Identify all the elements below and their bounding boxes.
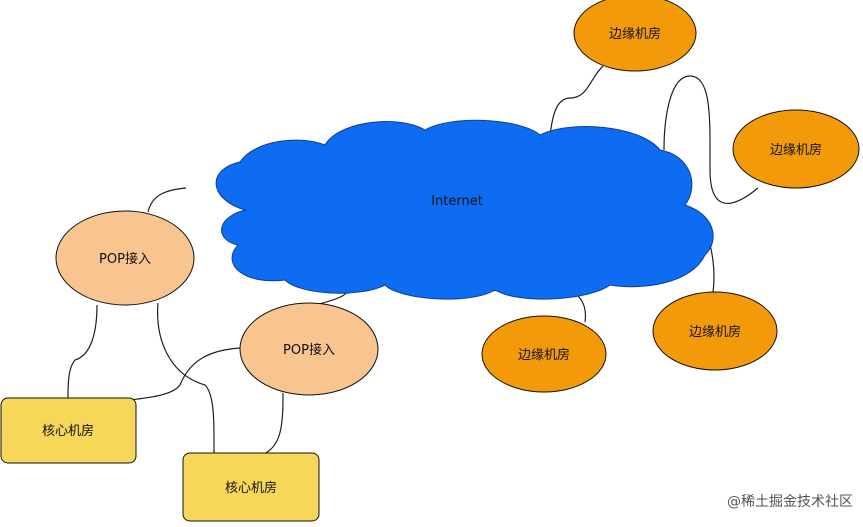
connector-pop2-core1 (129, 347, 241, 401)
edge-room-4: 边缘机房 (481, 315, 607, 393)
cloud-label: Internet (431, 194, 483, 209)
pop-node-2: POP接入 (239, 302, 379, 396)
connector-edge-right (663, 75, 759, 205)
edge-room-shape (481, 315, 607, 393)
pop-node-shape (55, 210, 195, 306)
connector-edge-top (549, 65, 604, 136)
connector-pop1-core1 (67, 304, 98, 399)
cloud-shape (215, 119, 714, 300)
core-room-2: 核心机房 (182, 452, 320, 522)
edge-room-label: 边缘机房 (609, 26, 661, 42)
core-room-shape (0, 397, 137, 464)
pop-node-shape (239, 302, 379, 396)
connector-cloud-pop1 (147, 187, 187, 213)
edge-room-2: 边缘机房 (732, 109, 860, 189)
core-room-1: 核心机房 (0, 397, 137, 464)
pop-node-label: POP接入 (99, 251, 151, 267)
edge-room-shape (732, 109, 860, 189)
internet-cloud: Internet (215, 119, 714, 300)
edge-room-3: 边缘机房 (652, 291, 778, 371)
edge-room-shape (652, 291, 778, 371)
pop-node-1: POP接入 (55, 210, 195, 306)
edge-room-label: 边缘机房 (770, 142, 822, 158)
connector-pop2-core2 (257, 392, 284, 457)
edge-room-label: 边缘机房 (518, 347, 570, 363)
connector-pop1-core2 (157, 302, 215, 454)
footer-watermark: @稀土掘金技术社区 (727, 494, 853, 510)
pop-node-label: POP接入 (283, 342, 335, 358)
core-room-shape (182, 452, 320, 522)
edge-room-1: 边缘机房 (573, 0, 697, 72)
edge-room-shape (573, 0, 697, 72)
core-room-label: 核心机房 (225, 480, 277, 496)
edge-room-label: 边缘机房 (689, 324, 741, 340)
core-room-label: 核心机房 (42, 423, 94, 439)
